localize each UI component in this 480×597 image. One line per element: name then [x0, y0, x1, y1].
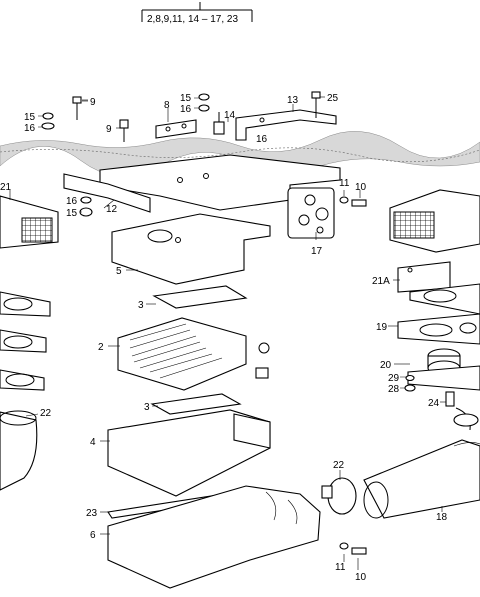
leader-lines — [9, 96, 446, 570]
clamp-22-right — [321, 477, 357, 515]
gasket-3-upper — [152, 285, 248, 309]
callout-11-top: 11 — [339, 178, 350, 189]
callout-10-top: 10 — [355, 182, 367, 193]
connection-plate-17 — [287, 187, 335, 239]
callout-3-upper: 3 — [138, 300, 144, 311]
callout-23: 23 — [86, 508, 98, 519]
callout-5: 5 — [116, 266, 122, 277]
callout-19: 19 — [376, 322, 388, 333]
heat-exchanger-left-21 — [0, 195, 59, 249]
callout-16-mid: 16 — [180, 104, 192, 115]
washer-11-bolt-10-top — [339, 196, 367, 207]
callout-3-lower: 3 — [144, 402, 150, 413]
callout-25: 25 — [327, 93, 339, 104]
callout-4: 4 — [90, 437, 96, 448]
bracket-13 — [235, 109, 337, 141]
bracket-12 — [63, 173, 151, 213]
callout-6: 6 — [90, 530, 96, 541]
callout-2: 2 — [98, 342, 104, 353]
callout-22-right: 22 — [333, 460, 345, 471]
callout-17: 17 — [311, 246, 323, 257]
upper-housing-5 — [111, 213, 271, 285]
header-bracket: 2,8,9,11, 14 – 17, 23 — [141, 2, 253, 25]
callout-16-left: 16 — [66, 196, 78, 207]
washer-11-bolt-10-bottom — [339, 542, 367, 555]
washer-29-nut-28 — [404, 374, 416, 392]
bolt-25 — [311, 91, 321, 118]
flex-duct-18 — [363, 439, 480, 519]
callout-18: 18 — [436, 512, 448, 523]
nut-stack-15-16 — [198, 93, 210, 112]
left-duct-22 — [0, 410, 38, 491]
bracket-8 — [155, 119, 197, 139]
callout-21a: 21A — [372, 276, 390, 287]
callout-20: 20 — [380, 360, 392, 371]
callout-10-bottom: 10 — [355, 572, 367, 583]
gasket-3-lower — [150, 393, 242, 415]
bracket-21a — [397, 261, 451, 293]
callout-15-left: 15 — [66, 208, 78, 219]
gasket-19 — [397, 313, 480, 345]
mount-14 — [213, 112, 225, 135]
lower-housing-4 — [107, 409, 271, 497]
bolt-9-side — [119, 119, 129, 142]
callout-29: 29 — [388, 373, 400, 384]
washer-16-top — [41, 112, 55, 130]
callout-16-right: 16 — [256, 134, 268, 145]
bottom-tray-6 — [107, 485, 321, 589]
header-note: 2,8,9,11, 14 – 17, 23 — [147, 14, 238, 25]
bolt-9-top — [72, 96, 88, 120]
flange-right-lower — [407, 365, 480, 391]
callout-24: 24 — [428, 398, 440, 409]
callout-12: 12 — [106, 204, 118, 215]
callout-16-top-left: 16 — [24, 123, 36, 134]
callout-21: 21 — [0, 182, 12, 193]
callout-11-bottom: 11 — [335, 562, 346, 573]
callout-15-top-left: 15 — [24, 112, 36, 123]
callout-15-mid: 15 — [180, 93, 192, 104]
left-flange-stack — [0, 291, 51, 391]
callout-22-left: 22 — [40, 408, 52, 419]
callout-8: 8 — [164, 100, 170, 111]
callout-labels: 9 15 16 8 15 16 14 16 13 25 9 21 16 15 1… — [0, 93, 448, 583]
clamp-24 — [445, 391, 479, 431]
heater-unit-2 — [117, 317, 270, 391]
callout-9-top: 9 — [90, 97, 96, 108]
flange-right-upper — [409, 283, 480, 315]
callout-28: 28 — [388, 384, 400, 395]
callout-14: 14 — [224, 110, 236, 121]
callout-13: 13 — [287, 95, 299, 106]
callout-9-side: 9 — [106, 124, 112, 135]
heat-exchanger-right — [389, 189, 480, 253]
